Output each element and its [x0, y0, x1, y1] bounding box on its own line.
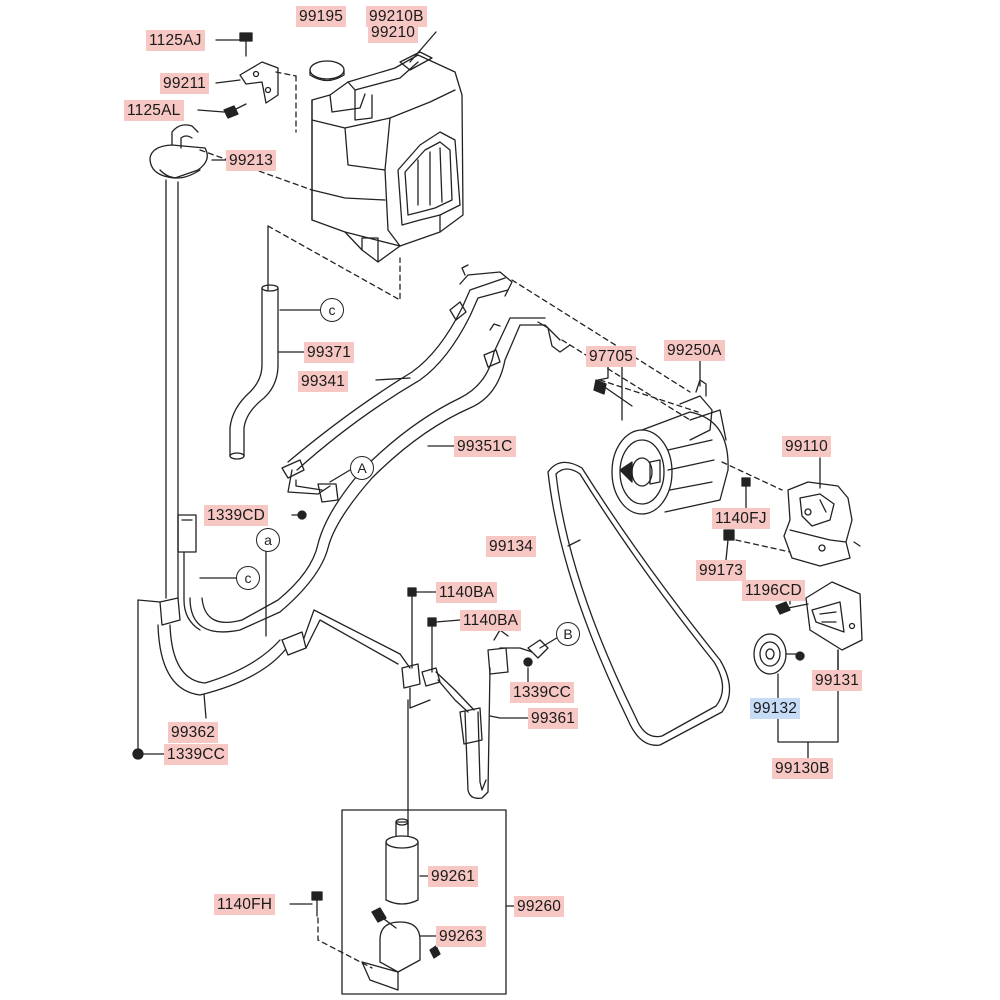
bolt-99173-shape	[723, 529, 735, 541]
ref-circle-a-lower: a	[256, 528, 280, 552]
bolt-1140ba-a-shape	[407, 587, 417, 597]
drain-hose-99371	[229, 284, 279, 460]
part-label-99211[interactable]: 99211	[160, 73, 209, 94]
part-label-99260[interactable]: 99260	[514, 896, 565, 917]
part-label-99173[interactable]: 99173	[696, 560, 747, 581]
part-label-1140fh[interactable]: 1140FH	[214, 894, 276, 915]
part-label-99130b[interactable]: 99130B	[772, 758, 833, 779]
part-label-99213[interactable]: 99213	[226, 150, 277, 171]
part-label-1339cc-lower[interactable]: 1339CC	[164, 744, 229, 765]
part-label-1125aj[interactable]: 1125AJ	[146, 30, 205, 51]
part-label-1339cd[interactable]: 1339CD	[204, 505, 269, 526]
nut-1339cd-shape	[297, 510, 307, 520]
junction-block	[401, 663, 475, 713]
bolt-1196cd-shape	[775, 601, 791, 615]
part-label-1196cd[interactable]: 1196CD	[742, 580, 805, 601]
bolt-1125al-shape	[223, 103, 247, 119]
compressor-bracket-99110	[783, 481, 861, 567]
ref-circle-c: c	[320, 298, 344, 322]
ref-circle-b: B	[556, 622, 580, 646]
part-label-99132[interactable]: 99132	[750, 698, 801, 719]
pipe-99341	[281, 264, 513, 503]
bolt-97705-shape	[593, 379, 607, 395]
part-label-1140ba-upper[interactable]: 1140BA	[436, 582, 498, 603]
bolt-1140fj-shape	[741, 477, 751, 487]
part-label-99131[interactable]: 99131	[812, 670, 863, 691]
receiver-drier-99261	[385, 818, 419, 905]
bolt-1140ba-b-shape	[427, 617, 437, 627]
ref-circle-upper-a: A	[350, 456, 374, 480]
part-label-99250a[interactable]: 99250A	[664, 340, 725, 361]
bracket-99211-shape	[239, 61, 279, 104]
compressor-99250a	[611, 379, 729, 515]
part-label-1125al[interactable]: 1125AL	[124, 100, 184, 121]
part-label-99361[interactable]: 99361	[528, 708, 579, 729]
pipe-99362	[157, 514, 411, 696]
drier-assembly-box	[341, 809, 507, 995]
part-label-1140fj[interactable]: 1140FJ	[712, 508, 770, 529]
part-label-99210[interactable]: 99210	[368, 22, 419, 43]
part-label-1140ba-lower[interactable]: 1140BA	[460, 610, 522, 631]
bolt-1140fh-shape	[311, 891, 373, 969]
part-label-99351c[interactable]: 99351C	[454, 436, 516, 457]
part-label-99195[interactable]: 99195	[296, 6, 347, 27]
part-label-99210b[interactable]: 99210B	[366, 6, 427, 27]
part-label-99371[interactable]: 99371	[304, 342, 355, 363]
part-label-99110[interactable]: 99110	[782, 436, 831, 457]
nut-1339cc-upper-shape	[523, 657, 533, 667]
plug-cap-shape	[309, 60, 345, 80]
part-label-97705[interactable]: 97705	[586, 346, 637, 367]
part-label-99263[interactable]: 99263	[436, 926, 487, 947]
pipe-99351c	[189, 317, 571, 633]
nut-1339cc-lower-shape	[132, 748, 144, 760]
clamp-99263	[361, 907, 441, 991]
bolt-1125aj-shape	[239, 32, 253, 57]
part-label-99134[interactable]: 99134	[486, 536, 537, 557]
part-label-99261[interactable]: 99261	[428, 866, 479, 887]
evaporator-unit-drawing	[311, 51, 464, 263]
idler-bracket-99131	[805, 581, 863, 651]
part-label-99341[interactable]: 99341	[298, 371, 349, 392]
idler-pulley-99132	[753, 633, 805, 675]
part-label-1339cc-upper[interactable]: 1339CC	[510, 682, 575, 703]
ref-circle-c-lower: c	[236, 566, 260, 590]
fitting-99213-shape	[149, 124, 208, 599]
drive-belt-99134	[547, 461, 731, 746]
pipe-99361	[459, 629, 533, 799]
part-label-99362[interactable]: 99362	[168, 722, 219, 743]
